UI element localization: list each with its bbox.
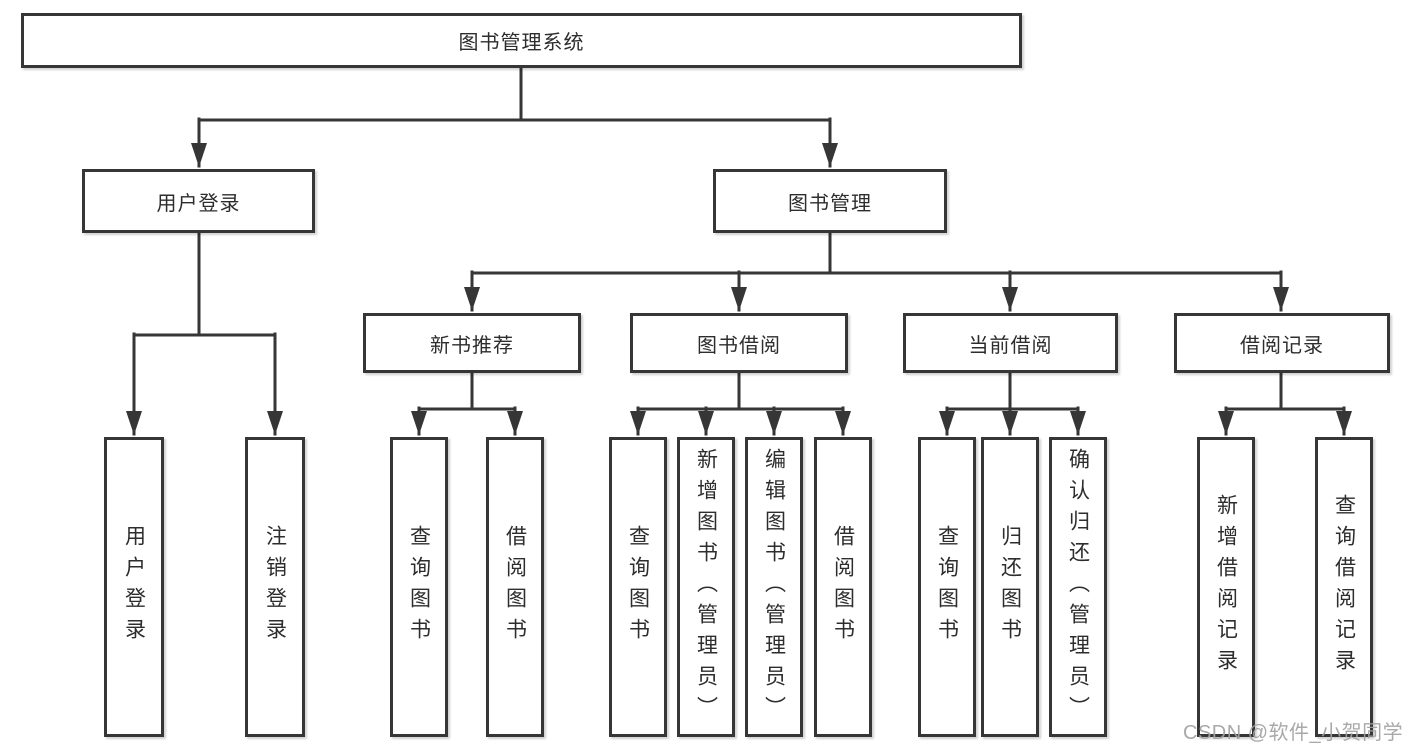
- node-borrow-records: 借阅记录: [1174, 313, 1390, 373]
- node-book-borrow: 图书借阅: [630, 313, 848, 373]
- leaf-add-book-admin: 新增图书（管理员）: [677, 437, 735, 737]
- connector-root-to-level2: [191, 66, 838, 168]
- leaf-confirm-return-admin: 确认归还（管理员）: [1049, 437, 1107, 737]
- connector-user-login-to-leaves: [126, 231, 283, 436]
- leaf-query-borrow-record: 查询借阅记录: [1315, 437, 1373, 737]
- node-new-book-recommend: 新书推荐: [363, 313, 581, 373]
- connector-book-mgmt-to-level3: [464, 231, 1289, 312]
- leaf-borrow-book: 借阅图书: [486, 437, 544, 737]
- leaf-query-book: 查询图书: [390, 437, 448, 737]
- connector-current-borrow-to-leaves: [939, 371, 1086, 436]
- leaf-logout: 注销登录: [245, 437, 305, 737]
- node-root-system: 图书管理系统: [21, 13, 1022, 68]
- watermark: CSDN @软件_小贺同学: [1183, 722, 1404, 744]
- connector-new-book-to-leaves: [411, 371, 523, 436]
- leaf-return-book: 归还图书: [981, 437, 1039, 737]
- leaf-borrow-book: 借阅图书: [814, 437, 872, 737]
- connector-book-borrow-to-leaves: [630, 371, 851, 436]
- leaf-query-book: 查询图书: [609, 437, 667, 737]
- node-book-management: 图书管理: [713, 169, 947, 233]
- leaf-user-login: 用户登录: [104, 437, 164, 737]
- connector-borrow-records-to-leaves: [1218, 371, 1352, 436]
- leaf-edit-book-admin: 编辑图书（管理员）: [745, 437, 803, 737]
- leaf-query-book: 查询图书: [918, 437, 976, 737]
- node-current-borrow: 当前借阅: [903, 313, 1118, 373]
- node-user-login: 用户登录: [82, 169, 315, 233]
- leaf-add-borrow-record: 新增借阅记录: [1197, 437, 1255, 737]
